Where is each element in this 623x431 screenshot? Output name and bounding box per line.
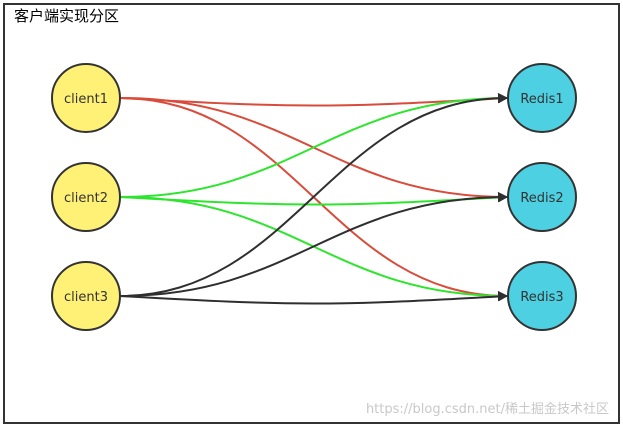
- node-circle-redis1: [507, 63, 577, 133]
- edge-client3-to-redis1: [119, 93, 508, 297]
- node-circle-client2: [51, 162, 121, 232]
- diagram-title: 客户端实现分区: [14, 7, 120, 25]
- node-redis3: Redis3: [507, 261, 577, 331]
- edge-client2-to-redis1: [119, 93, 508, 198]
- node-client3: client3: [51, 261, 121, 331]
- node-label-redis2: Redis2: [520, 191, 563, 206]
- node-label-redis3: Redis3: [520, 290, 563, 305]
- edges-layer: [119, 93, 508, 305]
- node-circle-client3: [51, 261, 121, 331]
- node-client1: client1: [51, 63, 121, 133]
- edge-client2-to-redis2: [119, 192, 508, 206]
- node-client2: client2: [51, 162, 121, 232]
- node-circle-redis2: [507, 162, 577, 232]
- node-redis1: Redis1: [507, 63, 577, 133]
- node-label-client3: client3: [64, 290, 108, 305]
- edge-client1-to-redis1: [119, 93, 508, 107]
- node-circle-redis3: [507, 261, 577, 331]
- node-label-redis1: Redis1: [520, 92, 563, 107]
- watermark: https://blog.csdn.net/稀土掘金技术社区: [365, 402, 609, 417]
- edge-client3-to-redis2: [119, 192, 508, 297]
- node-redis2: Redis2: [507, 162, 577, 232]
- node-label-client2: client2: [64, 191, 108, 206]
- node-label-client1: client1: [64, 92, 108, 107]
- node-circle-client1: [51, 63, 121, 133]
- edge-client3-to-redis3: [119, 291, 508, 305]
